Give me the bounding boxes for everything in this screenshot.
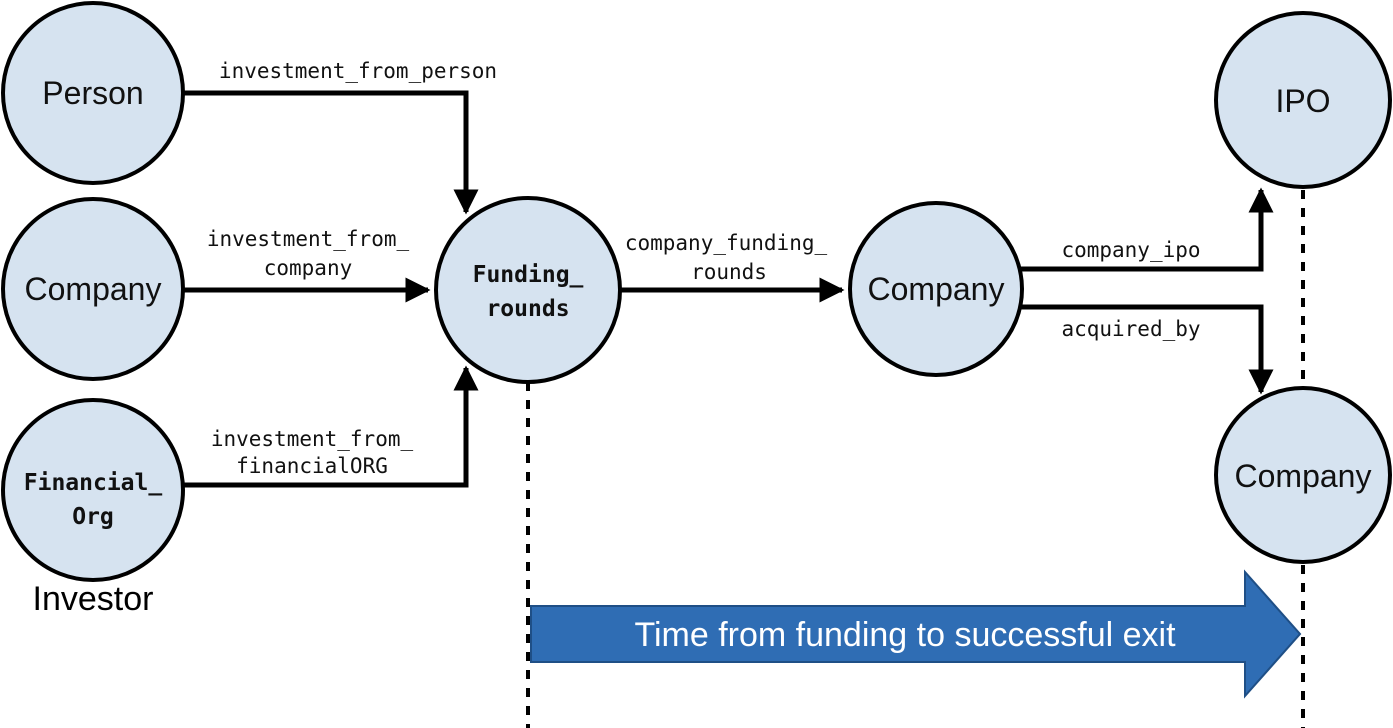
edge-label-company-funding-rounds-line1: company_funding_ xyxy=(625,231,828,255)
edge-label-investment-from-company-line1: investment_from_ xyxy=(207,227,410,251)
edge-label-investment-from-company-line2: company xyxy=(264,256,353,280)
edge-acquired-by xyxy=(1020,304,1274,395)
edge-label-company-funding-rounds-line2: rounds xyxy=(691,260,767,284)
edge-label-acquired-by: acquired_by xyxy=(1061,317,1200,341)
node-funding-rounds: Funding_ rounds xyxy=(434,196,622,384)
node-funding-rounds-label-line1: Funding_ xyxy=(473,262,584,288)
node-financial-org-label-line2: Org xyxy=(72,504,114,530)
node-financial-org-label-line1: Financial_ xyxy=(24,470,163,496)
node-company-investor: Company xyxy=(1,197,185,381)
timeline-label: Time from funding to successful exit xyxy=(634,616,1176,654)
edge-label-investment-from-financialorg-line2: financialORG xyxy=(236,454,388,478)
edge-investment-from-person xyxy=(183,90,479,215)
node-funding-rounds-label-line2: rounds xyxy=(486,296,569,322)
edge-label-investment-from-financialorg-line1: investment_from_ xyxy=(211,427,414,451)
edge-label-company-ipo: company_ipo xyxy=(1061,238,1200,262)
node-company-mid-label: Company xyxy=(868,271,1005,307)
node-person-label: Person xyxy=(42,75,143,111)
node-financial-org: Financial_ Org xyxy=(1,398,185,582)
investor-group-label: Investor xyxy=(33,580,154,618)
edge-label-investment-from-person: investment_from_person xyxy=(219,59,497,83)
node-company-mid: Company xyxy=(848,201,1024,377)
node-ipo-label: IPO xyxy=(1275,83,1330,119)
node-ipo: IPO xyxy=(1214,11,1392,189)
node-company-investor-label: Company xyxy=(25,271,162,307)
timeline-arrow xyxy=(530,569,1302,699)
edge-company-ipo xyxy=(1020,187,1274,272)
node-company-acquirer-label: Company xyxy=(1235,458,1372,494)
edge-investment-from-financialorg xyxy=(183,365,479,488)
node-company-acquirer: Company xyxy=(1214,386,1392,564)
node-person: Person xyxy=(1,1,185,185)
